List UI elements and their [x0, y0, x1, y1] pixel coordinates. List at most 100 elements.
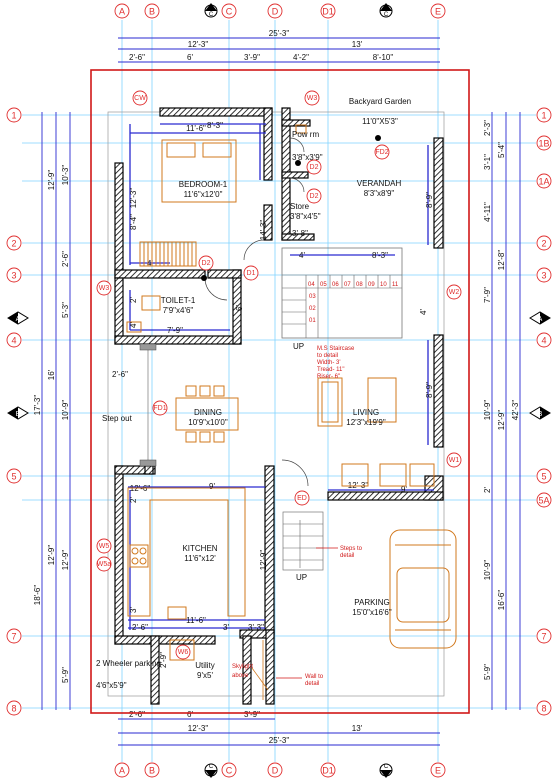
- svg-text:16': 16': [47, 369, 56, 380]
- svg-text:18'-6": 18'-6": [33, 585, 42, 606]
- svg-text:03: 03: [309, 294, 316, 300]
- svg-text:Wall to: Wall to: [305, 674, 324, 680]
- svg-text:09: 09: [368, 282, 375, 288]
- svg-text:W2: W2: [449, 289, 460, 296]
- svg-text:2: 2: [541, 239, 546, 249]
- svg-text:D1: D1: [247, 270, 256, 277]
- svg-text:9'x5': 9'x5': [197, 671, 213, 680]
- svg-text:3'8"x3'9": 3'8"x3'9": [292, 153, 323, 162]
- svg-text:W6: W6: [178, 649, 189, 656]
- svg-text:4': 4': [129, 322, 138, 328]
- svg-text:8'-3": 8'-3": [207, 121, 223, 130]
- svg-text:PARKING: PARKING: [354, 598, 389, 607]
- svg-text:Riser- 6": Riser- 6": [317, 374, 340, 380]
- svg-text:1A: 1A: [538, 177, 549, 187]
- svg-text:08: 08: [356, 282, 363, 288]
- col-label: E: [435, 7, 441, 17]
- svg-text:7: 7: [541, 632, 546, 642]
- svg-text:4': 4': [299, 251, 305, 260]
- svg-text:2'-9": 2'-9": [159, 652, 168, 668]
- svg-text:D2: D2: [310, 193, 319, 200]
- svg-text:12'-9": 12'-9": [259, 550, 268, 571]
- svg-text:12'-3": 12'-3": [188, 40, 209, 49]
- svg-text:16'-6": 16'-6": [497, 590, 506, 611]
- svg-text:A: A: [538, 316, 543, 323]
- svg-text:Utility: Utility: [195, 661, 215, 670]
- svg-text:8'-9": 8'-9": [425, 192, 434, 208]
- svg-text:25'-3": 25'-3": [269, 29, 290, 38]
- svg-text:7'9"x4'6": 7'9"x4'6": [163, 306, 194, 315]
- svg-text:8'-4": 8'-4": [129, 214, 138, 230]
- section-markers: A B A B C C C C: [7, 3, 551, 778]
- svg-text:Store: Store: [290, 202, 310, 211]
- svg-text:2'-6": 2'-6": [129, 710, 145, 719]
- col-label: A: [119, 766, 125, 776]
- col-label: D: [272, 766, 279, 776]
- svg-text:4: 4: [11, 336, 16, 346]
- side-steps: [282, 511, 324, 571]
- svg-text:C: C: [209, 764, 214, 770]
- svg-text:W5: W5: [99, 543, 110, 550]
- svg-text:Tread- 11": Tread- 11": [317, 367, 344, 373]
- svg-text:FD2: FD2: [375, 149, 388, 156]
- svg-text:8'-10": 8'-10": [373, 53, 394, 62]
- svg-text:Steps to: Steps to: [340, 546, 363, 552]
- column-grid-lines: [121, 20, 439, 762]
- col-label: E: [435, 766, 441, 776]
- svg-text:3': 3': [129, 607, 138, 613]
- opening-tags: CW W3 W3 D2 D2 D2 D1 W2 FD1 W1 FD2 ED W5…: [96, 90, 462, 660]
- room-name: BEDROOM-1: [179, 180, 228, 189]
- svg-text:Skylight: Skylight: [232, 664, 253, 670]
- svg-text:3'-8": 3'-8": [292, 229, 308, 238]
- svg-text:W3: W3: [99, 285, 110, 292]
- row-bubbles-right: 1 1B 1A 2 3 4 5 5A 7 8: [536, 107, 552, 716]
- walls: [114, 107, 444, 705]
- svg-text:D2: D2: [310, 164, 319, 171]
- compound-line: [107, 111, 445, 697]
- col-label: D1: [322, 7, 334, 17]
- svg-text:M.S Staircase: M.S Staircase: [317, 346, 355, 352]
- svg-text:10'-9": 10'-9": [483, 560, 492, 581]
- svg-text:5'-3": 5'-3": [61, 302, 70, 318]
- col-label: A: [119, 7, 125, 17]
- svg-text:10'-9": 10'-9": [483, 400, 492, 421]
- svg-text:1: 1: [11, 111, 16, 121]
- svg-text:5'-9": 5'-9": [61, 667, 70, 683]
- svg-text:42'-3": 42'-3": [511, 400, 520, 421]
- bottom-dimensions: 2'-6" 6' 3'-9" 12'-3" 13' 25'-3": [118, 710, 440, 746]
- annotations: Step out UP UP M.S Staircase to detail W…: [102, 342, 363, 687]
- main-staircase: 04 05 06 07 08 09 10 11 03 02 01 4': [281, 247, 428, 339]
- svg-text:C: C: [209, 12, 214, 18]
- svg-text:A: A: [16, 316, 21, 323]
- svg-text:W3: W3: [307, 95, 318, 102]
- tap-point: [295, 160, 301, 166]
- top-dimensions: 25'-3" 12'-3" 13' 2'-6" 6' 3'-9" 4'-2" 8…: [118, 29, 440, 63]
- svg-text:3'8"x4'5": 3'8"x4'5": [290, 212, 321, 221]
- svg-text:2'-6": 2'-6": [132, 623, 148, 632]
- svg-text:W5a: W5a: [97, 561, 112, 568]
- svg-text:D2: D2: [202, 260, 211, 267]
- svg-text:CW: CW: [134, 95, 146, 102]
- svg-text:17'-3": 17'-3": [33, 395, 42, 416]
- svg-text:9': 9': [209, 482, 215, 491]
- svg-text:8'3"x8'9": 8'3"x8'9": [364, 189, 395, 198]
- furniture: [126, 124, 457, 661]
- svg-text:LIVING: LIVING: [353, 408, 379, 417]
- svg-text:12'-9": 12'-9": [61, 550, 70, 571]
- svg-text:11'0"X5'3": 11'0"X5'3": [362, 117, 398, 126]
- svg-text:TOILET-1: TOILET-1: [161, 296, 196, 305]
- col-label: D1: [322, 766, 334, 776]
- svg-text:8'-3": 8'-3": [372, 251, 388, 260]
- svg-text:3: 3: [541, 271, 546, 281]
- col-label: D: [272, 7, 279, 17]
- svg-text:5: 5: [541, 472, 546, 482]
- svg-text:2'-3": 2'-3": [483, 120, 492, 136]
- column-bubbles-bottom: A B C D D1 E: [114, 762, 446, 778]
- col-label: B: [149, 766, 155, 776]
- svg-text:5A: 5A: [538, 496, 549, 506]
- svg-text:15'0"x16'6": 15'0"x16'6": [352, 608, 392, 617]
- plot-boundary: [90, 69, 470, 714]
- svg-text:4'-11": 4'-11": [483, 202, 492, 222]
- svg-text:2'-6": 2'-6": [61, 251, 70, 267]
